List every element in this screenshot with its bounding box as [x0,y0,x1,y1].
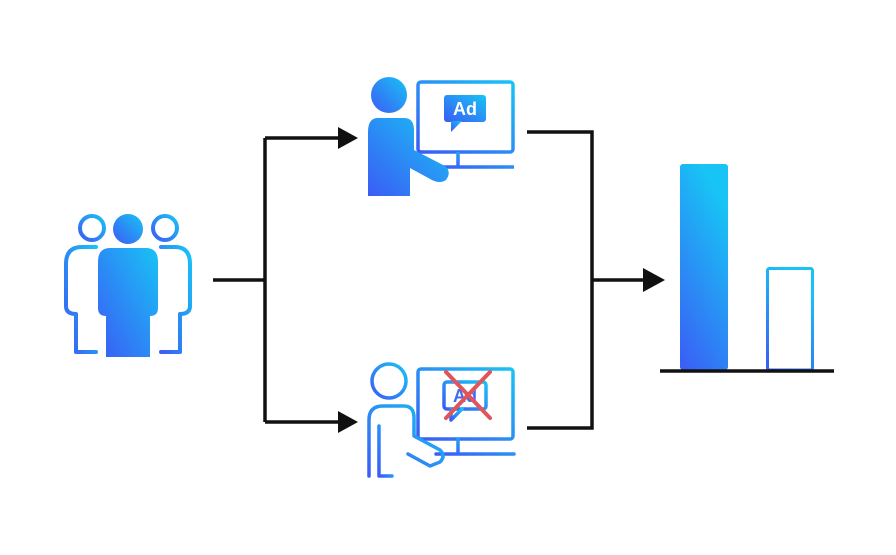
cross-mark-icon [444,370,492,420]
arrow-head-result [643,268,665,292]
arrow-head-test [338,127,358,149]
split-connector [213,136,340,424]
person-no-ad-icon: Ad [367,362,516,478]
center-person [98,214,158,357]
bar-control-group [766,267,814,372]
arrow-head-control [338,411,358,433]
bar-chart-icon [660,164,834,373]
ad-badge: Ad [444,95,486,132]
ad-badge-label: Ad [453,99,477,119]
person-viewing-ad-icon: Ad [368,77,515,196]
merge-connector [527,130,645,430]
bar-test-group [680,164,728,370]
people-group-icon [64,214,192,354]
